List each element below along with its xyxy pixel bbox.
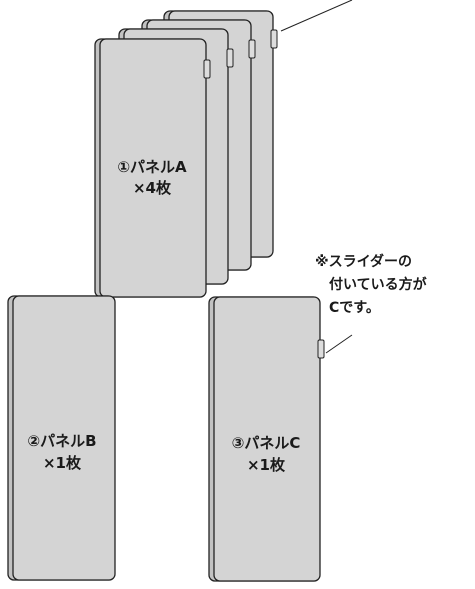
note-line-2: 付いている方が: [329, 276, 428, 293]
panel-a-stack: ①パネルA ×4枚: [94, 0, 353, 298]
panel-b-label: ②パネルB: [27, 432, 96, 450]
panel-b-quantity: ×1枚: [43, 454, 82, 472]
note-line-1: ※スライダーの: [315, 253, 412, 270]
note-line-3: Cです。: [329, 300, 380, 316]
panel-c-leader-line: [325, 334, 353, 354]
panel-c-quantity: ×1枚: [247, 456, 286, 474]
panel-c-label: ③パネルC: [232, 434, 301, 452]
panel-a-quantity: ×4枚: [133, 179, 172, 197]
panel-a-front: ①パネルA ×4枚: [94, 38, 211, 298]
slider-note: ※スライダーの 付いている方が Cです。: [315, 253, 428, 316]
panel-a-label: ①パネルA: [117, 158, 187, 176]
slider-icon: [317, 339, 325, 359]
panel-b: ②パネルB ×1枚: [7, 295, 116, 581]
panel-c: ③パネルC ×1枚: [208, 296, 353, 582]
panel-a-leader-line: [280, 0, 353, 32]
